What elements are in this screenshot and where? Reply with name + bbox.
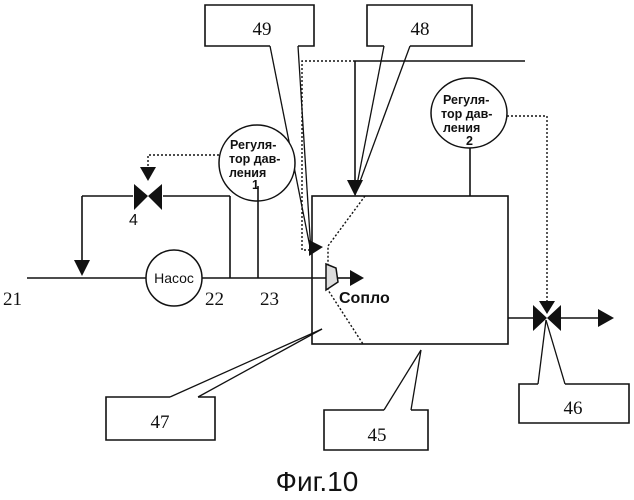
callout-45: 45 [324,350,428,450]
chamber [309,196,508,344]
callout-45-label: 45 [368,425,387,446]
regulator-2-line2: тор дав- [441,107,492,121]
nozzle-label: Сопло [339,290,390,307]
callout-48-label: 48 [411,19,430,40]
regulator-1-line2: тор дав- [229,152,280,166]
line-label-22: 22 [205,289,224,310]
arrow-right-icon [598,309,614,327]
figure-caption: Фиг.10 [276,466,359,497]
regulator-2-number: 2 [466,134,473,148]
nozzle: Сопло [326,264,390,307]
arrow-right-icon [350,270,364,286]
callout-46-label: 46 [564,398,583,419]
valve-4-label: 4 [129,212,138,229]
regulator-1-line1: Регуля- [230,138,276,152]
pump: Насос [146,250,202,306]
regulator-2-line3: ления [443,121,480,135]
line-label-23: 23 [260,289,279,310]
dotted-control-line-top [302,61,355,250]
regulator-2-line1: Регуля- [443,93,489,107]
arrow-right-icon [309,240,323,256]
callout-46: 46 [519,320,629,423]
callout-47: 47 [106,329,322,440]
regulator-1-line3: ления [229,166,266,180]
callout-47-label: 47 [151,412,170,433]
line-label-21: 21 [3,289,22,310]
arrow-down-icon [140,167,156,181]
valve-4: 4 [129,155,219,229]
callout-49-label: 49 [253,19,272,40]
arrow-down-icon [74,260,90,276]
arrow-down-icon [347,180,363,196]
pump-label: Насос [154,270,194,286]
nozzle-shape [326,264,338,290]
arrow-down-icon [539,301,555,314]
